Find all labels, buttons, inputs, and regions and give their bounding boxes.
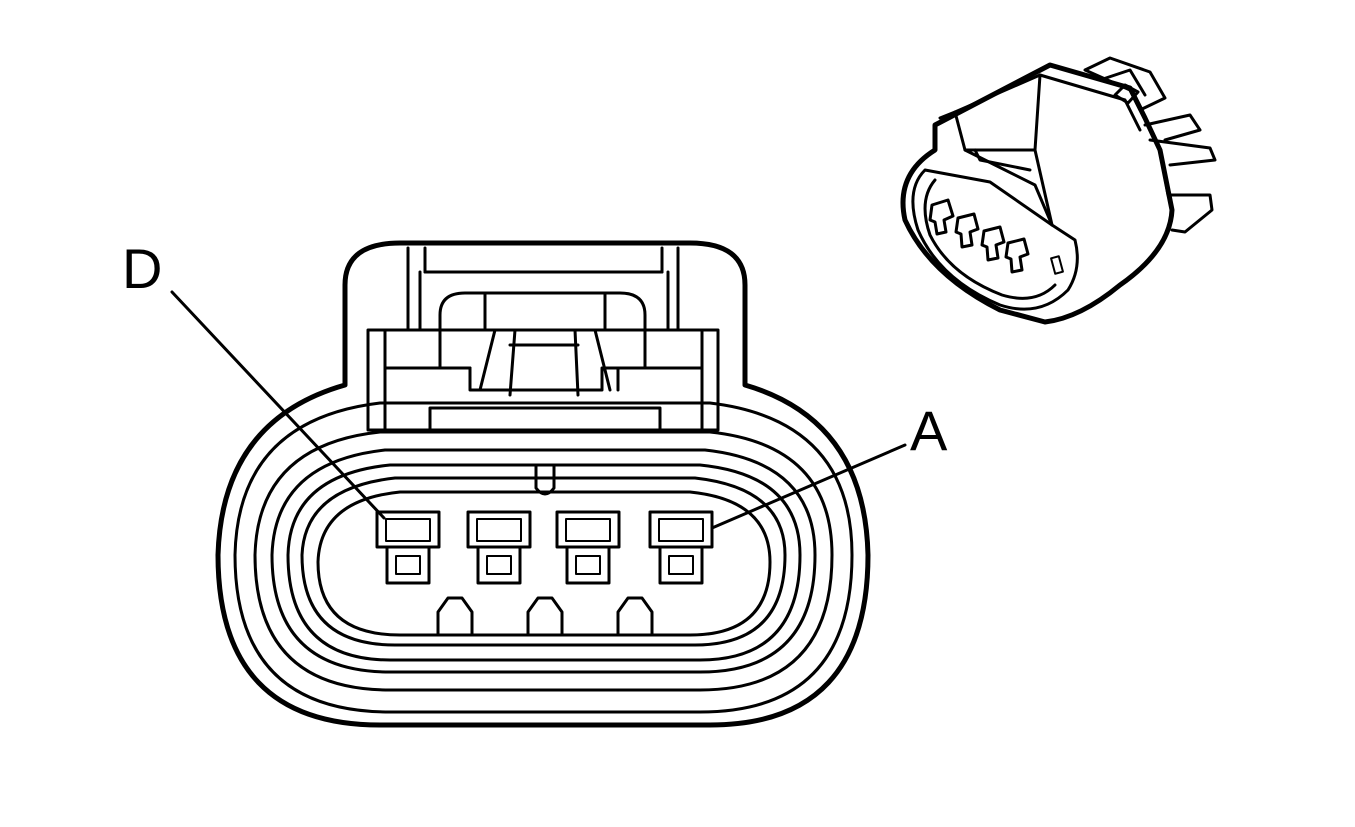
terminal-cavity-d xyxy=(375,510,441,585)
latch-assembly xyxy=(366,246,720,432)
pin-label-d: D xyxy=(122,237,162,300)
terminal-cavity-b xyxy=(555,510,621,585)
leader-line-d xyxy=(170,290,386,520)
seal-ring-2 xyxy=(253,430,834,692)
connector-body-outline xyxy=(215,240,871,728)
seal-ring-4 xyxy=(286,463,802,662)
bottom-rib-3 xyxy=(616,596,654,637)
iso-face xyxy=(911,168,1079,311)
iso-body-outline xyxy=(900,62,1175,325)
inner-cavity xyxy=(316,490,772,637)
seal-ring-5 xyxy=(300,476,787,647)
seal-ring-3 xyxy=(270,448,817,674)
pin-label-a: A xyxy=(910,399,948,462)
leader-line-a xyxy=(710,443,907,530)
callout-d: D xyxy=(122,237,386,520)
terminal-cavity-a xyxy=(648,510,714,585)
callout-a: A xyxy=(710,399,948,530)
bottom-rib-1 xyxy=(436,596,474,637)
iso-terminals xyxy=(928,198,1064,275)
seal-ring-1 xyxy=(233,401,854,714)
connector-face-view xyxy=(215,240,871,728)
terminal-cavity-c xyxy=(466,510,532,585)
polarization-key xyxy=(534,463,556,496)
connector-isometric-view xyxy=(900,56,1217,325)
bottom-rib-2 xyxy=(526,596,564,637)
